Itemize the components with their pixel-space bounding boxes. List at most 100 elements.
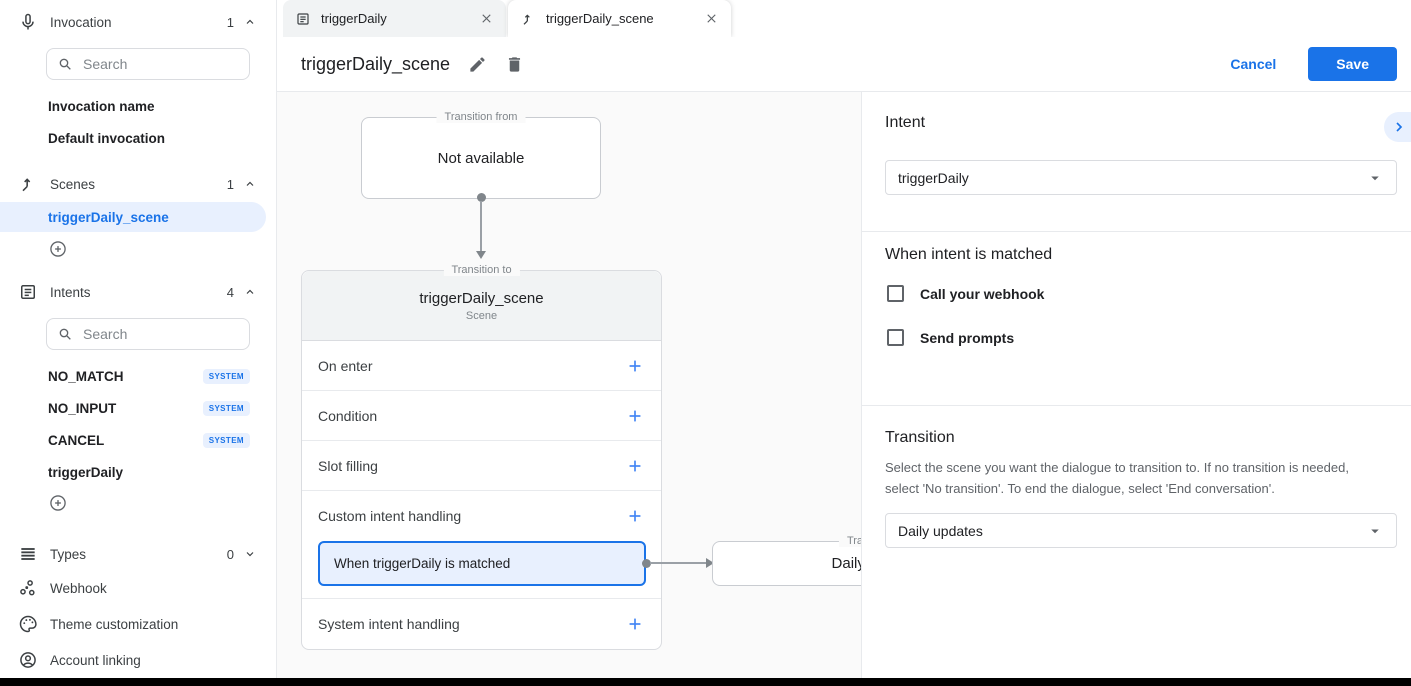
- scene-row-system-intent-handling[interactable]: System intent handling: [302, 599, 661, 649]
- edit-icon[interactable]: [468, 55, 487, 74]
- node-label: Transition to: [838, 535, 861, 547]
- when-matched-heading: When intent is matched: [885, 246, 1053, 263]
- tab-triggerdaily-scene[interactable]: triggerDaily_scene: [508, 0, 731, 37]
- sidebar: Invocation 1 Invocation name Default inv…: [0, 0, 277, 678]
- section-count: 4: [226, 284, 234, 300]
- system-badge: SYSTEM: [202, 432, 250, 448]
- scene-node-header[interactable]: triggerDaily_scene Scene: [302, 271, 661, 341]
- connector-dot: [641, 558, 651, 568]
- add-icon[interactable]: [625, 506, 645, 526]
- intent-heading: Intent: [885, 114, 926, 131]
- close-icon[interactable]: [704, 11, 719, 26]
- section-count: 1: [226, 14, 234, 30]
- section-label: Types: [50, 546, 87, 562]
- delete-icon[interactable]: [505, 55, 524, 74]
- intents-search-input[interactable]: [83, 326, 239, 342]
- arrowhead-down: [476, 251, 486, 259]
- custom-intent-handling-section: Custom intent handling When triggerDaily…: [302, 491, 661, 599]
- scene-row-slot-filling[interactable]: Slot filling: [302, 441, 661, 491]
- add-scene-button[interactable]: [0, 234, 276, 264]
- scene-row-custom-intent-handling[interactable]: Custom intent handling: [302, 491, 661, 541]
- system-badge: SYSTEM: [202, 400, 250, 416]
- sidebar-item-cancel-intent[interactable]: CANCEL SYSTEM: [0, 424, 276, 456]
- section-label: Intents: [50, 284, 91, 300]
- sidebar-section-invocation[interactable]: Invocation 1: [0, 6, 276, 38]
- invocation-search-input[interactable]: [83, 56, 239, 72]
- plus-circle-icon: [50, 241, 66, 257]
- section-label: Scenes: [50, 176, 96, 192]
- scene-tab-icon: [523, 13, 530, 25]
- intent-handler-when-triggerdaily-matched[interactable]: When triggerDaily is matched: [318, 541, 646, 586]
- add-icon[interactable]: [625, 456, 645, 476]
- transition-target-node[interactable]: Transition to Daily updates: [712, 535, 861, 586]
- search-icon: [59, 328, 71, 340]
- call-webhook-option: Call your webhook: [887, 285, 1044, 302]
- transition-description: Select the scene you want the dialogue t…: [885, 460, 1349, 496]
- arrowhead-right: [706, 558, 714, 568]
- scene-row-condition[interactable]: Condition: [302, 391, 661, 441]
- system-badge: SYSTEM: [202, 368, 250, 384]
- connector-dot: [476, 192, 486, 202]
- section-count: 1: [226, 176, 234, 192]
- sidebar-item-theme-customization[interactable]: Theme customization: [0, 606, 276, 642]
- divider: [862, 405, 1411, 406]
- main-area: triggerDaily triggerDaily_scene triggerD…: [277, 0, 1411, 678]
- sidebar-item-default-invocation[interactable]: Default invocation: [48, 130, 166, 146]
- tab-triggerdaily[interactable]: triggerDaily: [283, 0, 506, 37]
- section-count: 0: [226, 546, 234, 562]
- transition-heading: Transition: [885, 429, 955, 446]
- chevron-down-icon: [246, 552, 254, 557]
- connector-line: [480, 201, 482, 251]
- transition-select[interactable]: Daily updates: [885, 513, 1397, 548]
- dropdown-caret-icon: [1371, 529, 1379, 533]
- close-icon[interactable]: [479, 11, 494, 26]
- intent-detail-panel: Intent triggerDaily When intent is match…: [861, 92, 1411, 678]
- save-button[interactable]: Save: [1308, 47, 1397, 81]
- section-label: Invocation: [50, 14, 112, 30]
- chevron-up-icon: [246, 289, 254, 294]
- sidebar-section-intents[interactable]: Intents 4: [0, 276, 276, 308]
- sidebar-item-no-input[interactable]: NO_INPUT SYSTEM: [0, 392, 276, 424]
- scene-canvas: Transition from Not available Transition…: [277, 92, 861, 678]
- sidebar-item-triggerdaily-intent[interactable]: triggerDaily: [48, 464, 124, 480]
- add-intent-button[interactable]: [0, 488, 276, 518]
- editor-body: Transition from Not available Transition…: [277, 92, 1411, 678]
- add-icon[interactable]: [625, 406, 645, 426]
- call-webhook-checkbox[interactable]: [887, 285, 904, 302]
- send-prompts-checkbox[interactable]: [887, 329, 904, 346]
- page-title: triggerDaily_scene: [301, 53, 451, 74]
- intent-tab-icon: [297, 12, 309, 25]
- chevron-right-icon: [1396, 122, 1403, 132]
- scene-row-on-enter[interactable]: On enter: [302, 341, 661, 391]
- invocation-search: [46, 48, 250, 80]
- sidebar-item-triggerdaily-scene[interactable]: triggerDaily_scene: [0, 202, 266, 232]
- chevron-up-icon: [246, 181, 254, 186]
- plus-circle-icon: [50, 495, 66, 511]
- cancel-button[interactable]: Cancel: [1212, 48, 1294, 80]
- palette-icon: [19, 615, 37, 633]
- account-circle-icon: [20, 652, 36, 668]
- sidebar-section-types[interactable]: Types 0: [0, 538, 276, 570]
- sidebar-item-account-linking[interactable]: Account linking: [0, 642, 276, 678]
- dropdown-caret-icon: [1371, 176, 1379, 180]
- sidebar-item-webhook[interactable]: Webhook: [0, 570, 276, 606]
- node-label: Transition from: [436, 111, 526, 123]
- collapse-panel-button[interactable]: [1384, 112, 1411, 142]
- send-prompts-option: Send prompts: [887, 329, 1014, 346]
- connector-line: [650, 562, 706, 564]
- sidebar-item-invocation-name[interactable]: Invocation name: [48, 98, 155, 114]
- transition-from-node[interactable]: Transition from Not available: [361, 111, 601, 199]
- add-icon[interactable]: [625, 614, 645, 634]
- sidebar-section-scenes[interactable]: Scenes 1: [0, 168, 276, 200]
- add-icon[interactable]: [625, 356, 645, 376]
- intents-icon: [21, 285, 35, 299]
- scene-node: Transition to triggerDaily_scene Scene O…: [301, 264, 662, 650]
- sidebar-item-no-match[interactable]: NO_MATCH SYSTEM: [0, 360, 276, 392]
- types-icon: [21, 548, 35, 560]
- chevron-up-icon: [246, 19, 254, 24]
- search-icon: [59, 58, 71, 70]
- divider: [862, 231, 1411, 232]
- webhook-icon: [20, 580, 35, 596]
- intent-select[interactable]: triggerDaily: [885, 160, 1397, 195]
- scenes-icon: [22, 178, 31, 192]
